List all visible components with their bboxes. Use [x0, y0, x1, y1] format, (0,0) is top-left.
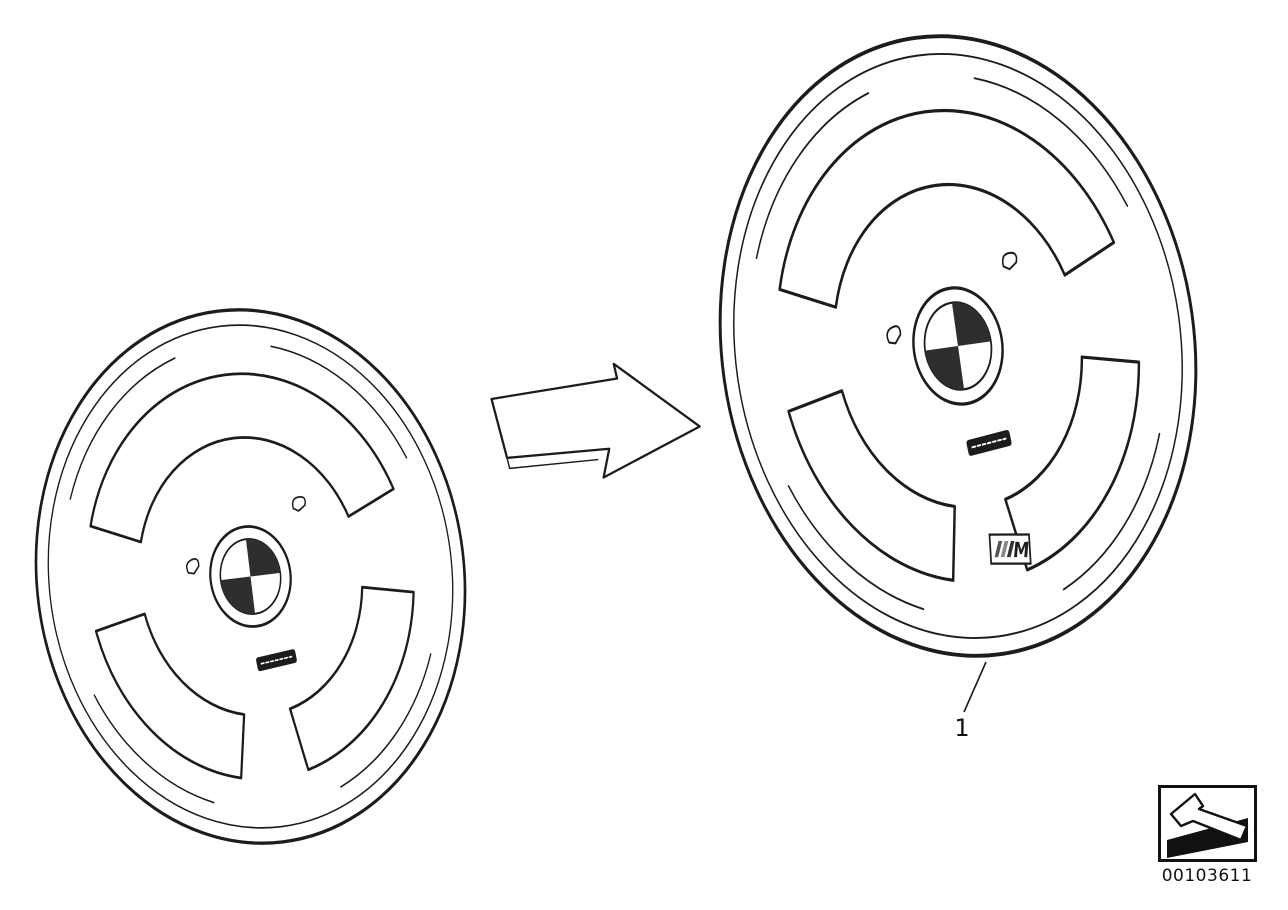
- arrow-up-left-icon: [1167, 792, 1249, 858]
- callout-leader-line: [963, 661, 987, 713]
- steering-wheel-new-part-1: M: [669, 0, 1246, 701]
- m-badge-letter: M: [1013, 539, 1031, 563]
- steering-wheel-original: [0, 273, 505, 880]
- document-number: 00103611: [1161, 866, 1253, 886]
- m-sport-badge: M: [988, 533, 1032, 565]
- block-arrow-right-icon: [477, 354, 711, 492]
- callout-number-1[interactable]: 1: [954, 714, 970, 742]
- nav-overview-box[interactable]: [1158, 785, 1257, 862]
